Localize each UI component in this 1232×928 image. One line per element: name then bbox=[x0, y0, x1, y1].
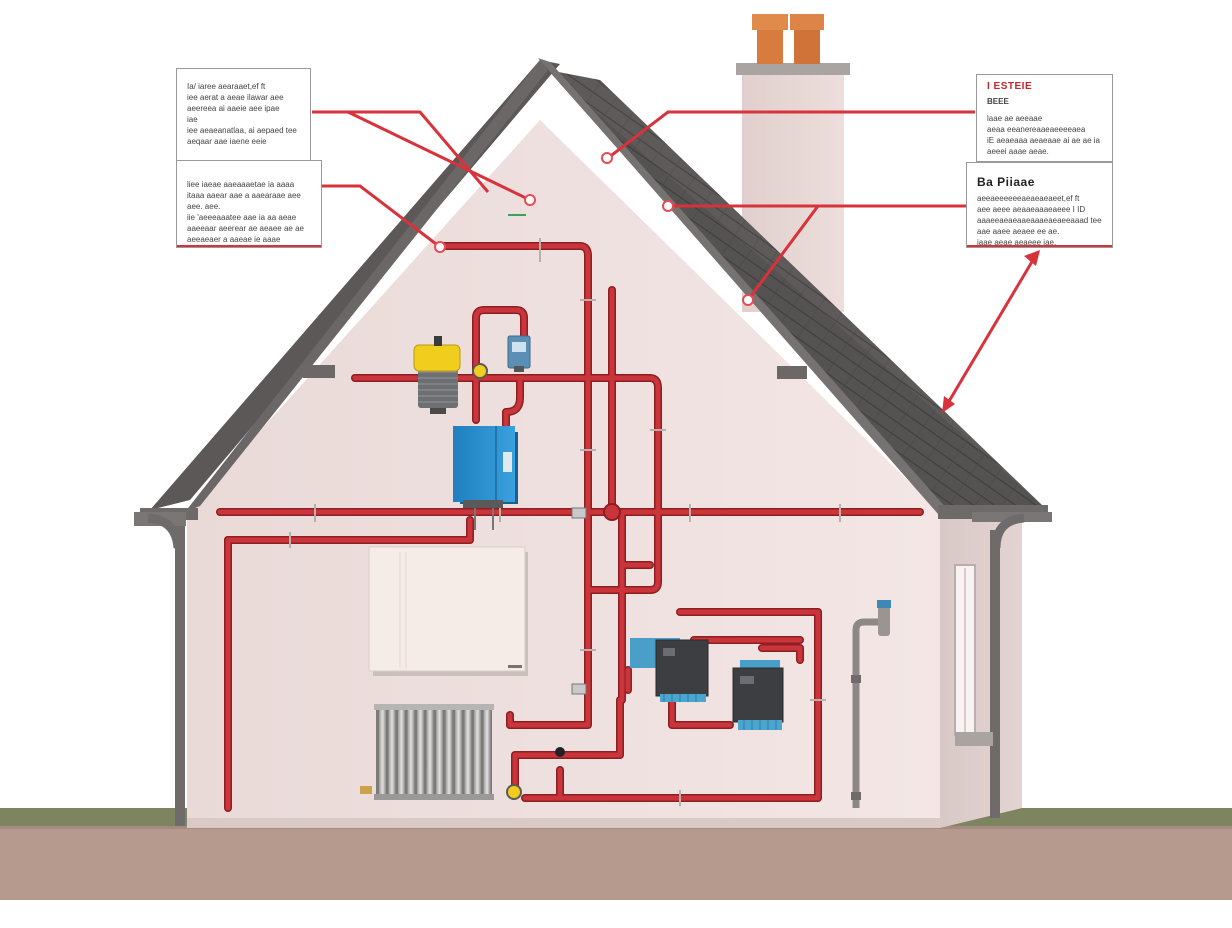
radiator-fin bbox=[455, 708, 462, 798]
callout-line: aaaeeaeaeaaeaaaeaeaeeaaad tee bbox=[977, 216, 1102, 225]
radiator-fin bbox=[388, 708, 396, 798]
radiator-fin bbox=[379, 708, 386, 798]
radiator-fin bbox=[417, 708, 424, 798]
callout-rule bbox=[967, 245, 1112, 247]
pipework bbox=[216, 242, 924, 812]
wall-panel bbox=[368, 546, 528, 676]
radiator-fin bbox=[483, 708, 491, 798]
drain-pipe bbox=[851, 600, 891, 808]
radiator-fin bbox=[426, 708, 434, 798]
callout-line: aaeeaar aeerear ae aeaee ae ae bbox=[187, 224, 304, 233]
callout-line: aeaa eeanereaaeaeeeeaea bbox=[987, 125, 1086, 134]
vent-right bbox=[777, 366, 807, 379]
callout-title: I ESTEIE bbox=[987, 81, 1033, 92]
callout-left-top: Ia/ iaree aearaaet,ef ft iee aerat a aea… bbox=[176, 68, 311, 162]
callout-rule bbox=[177, 245, 321, 247]
callout-line: Ia/ iaree aearaaet,ef ft bbox=[187, 82, 266, 91]
radiator-fin bbox=[464, 708, 472, 798]
downpipe-icon bbox=[134, 512, 1052, 826]
callout-line: aeqaar aae iaene eeie bbox=[187, 137, 267, 146]
callout-line: aeeaeaer a aaeae ie aaae bbox=[187, 235, 281, 244]
radiator-icon bbox=[360, 704, 494, 800]
callout-line: aeeei aaae aeae. bbox=[987, 147, 1049, 156]
callout-line: itaaa aaear aae a aaearaae aee bbox=[187, 191, 301, 200]
callout-line: aae aaee aeaee ee ae. bbox=[977, 227, 1060, 236]
radiator-fin bbox=[445, 708, 453, 798]
pressure-gauge-icon bbox=[507, 335, 531, 372]
callout-line: aee aeee aeaaeaaaeaeee I ID bbox=[977, 205, 1086, 214]
callout-markers bbox=[434, 152, 754, 306]
callout-line: liee iaeae aaeaaaetae ia aaaa bbox=[187, 180, 295, 189]
callout-line: iee aerat a aeae ilawar aee bbox=[187, 93, 284, 102]
radiator-fin bbox=[474, 708, 481, 798]
callout-line: aeereea ai aaeie aee ipae bbox=[187, 104, 280, 113]
boiler-icon bbox=[453, 426, 518, 530]
callout-line: iie 'aeeeaaatee aae ia aa aeae bbox=[187, 213, 297, 222]
window-icon bbox=[954, 564, 993, 746]
callout-right-bottom: Ba Piiaae aeeaeeeeeeaeaeaeaeet,ef ft aee… bbox=[966, 162, 1113, 248]
callout-line: iE aeaeaaa aeaeaae ai ae ae ia bbox=[987, 136, 1100, 145]
radiator-fin bbox=[407, 708, 415, 798]
wall-plinth bbox=[187, 818, 940, 828]
callout-arrowheads bbox=[942, 250, 1040, 413]
callout-line: aee. aee. bbox=[187, 202, 221, 211]
callout-subtitle: BEEE bbox=[987, 97, 1009, 106]
callout-line: iae bbox=[187, 115, 198, 124]
callout-title: Ba Piiaae bbox=[977, 175, 1035, 189]
callout-right-top: I ESTEIE BEEE laae ae aeeaae aeaa eeaner… bbox=[976, 74, 1113, 162]
valve-icon bbox=[472, 363, 621, 800]
roof bbox=[140, 58, 1048, 520]
vent-left bbox=[303, 365, 335, 378]
callout-line: iaae aeae aeaeee iae. bbox=[977, 238, 1057, 247]
callout-line: iee aeaeanatlaa, ai aepaed tee bbox=[187, 126, 297, 135]
radiator-fin bbox=[436, 708, 443, 798]
callout-line: aeeaeeeeeeaeaeaeaeet,ef ft bbox=[977, 194, 1080, 203]
expansion-tank-icon bbox=[413, 336, 461, 414]
pipe-clips bbox=[289, 238, 841, 806]
radiator-fin bbox=[398, 708, 405, 798]
pump-unit-icon bbox=[630, 638, 784, 730]
callout-leader-lines bbox=[312, 110, 1038, 409]
side-wall bbox=[940, 512, 1022, 828]
callout-left-bottom: liee iaeae aaeaaaetae ia aaaa itaaa aaea… bbox=[176, 160, 322, 248]
callout-line: laae ae aeeaae bbox=[987, 114, 1043, 123]
